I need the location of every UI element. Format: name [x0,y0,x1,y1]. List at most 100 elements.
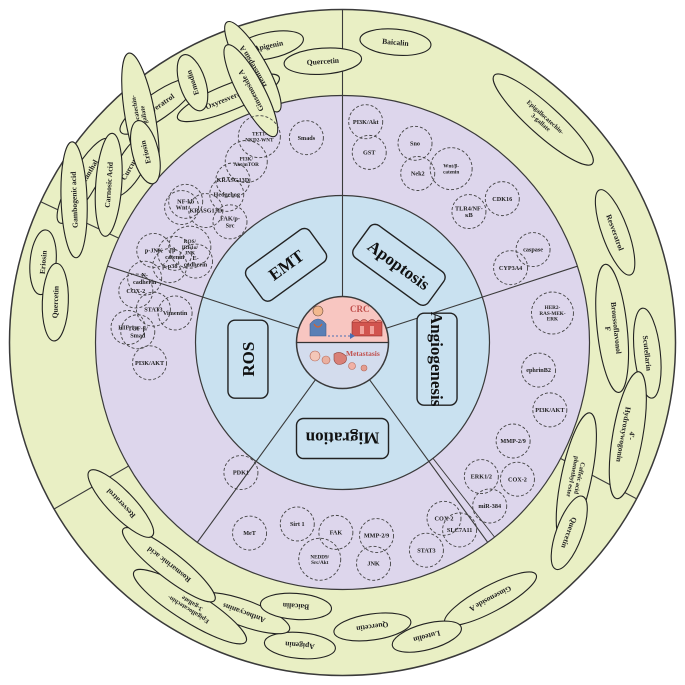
compound-node [121,527,216,603]
compound-migration: Quercetin [333,612,412,642]
pathway-label: FAK [330,530,343,537]
pathway-node [356,545,391,581]
inner-divider [196,379,316,543]
compound-label: Baicalin [382,37,410,48]
compound-label: Apigenin [284,640,315,652]
pathway-node [515,232,551,268]
pathway-label: caspase [523,247,543,254]
pathway-migration: JNK [356,545,391,581]
pathway-label: COX-2 [508,476,527,483]
pathway-node [127,260,163,296]
pathway-migration: Sirt 1 [279,506,315,542]
pathway-ros: p-p38 [152,248,188,284]
pathway-ros: HIF-1α [110,310,146,345]
compound-node [94,132,123,237]
pathway-label: PI3K/AKT [135,360,165,367]
compound-label: Carnosic Acid [103,161,115,208]
pathway-ros: STAT3 [135,291,171,327]
pathway-node [209,176,245,212]
compound-node [333,612,412,642]
pathway-emt: N-cadherin [127,260,163,296]
compound-node [176,54,209,112]
pathway-label: JNK [367,560,380,567]
pathway-label: COX-2 [435,515,454,522]
pathway-label: PI3K/AKT [535,407,565,414]
pathway-migration: miR-384 [472,488,508,524]
pathway-node [168,225,212,269]
pathway-angiogenesis: HER2-RAS-MEK-ERK [530,291,574,335]
outer-divider [53,465,129,510]
pathway-emt: TGF-β/Smad [120,314,156,350]
pathway-label: KRASG13D [189,208,222,215]
pathway-angiogenesis: COX-2 [499,461,535,497]
pathway-node [451,194,487,230]
pathway-apoptosis: CYP3A4 [493,250,529,286]
pathway-migration: MMP-2/9 [359,518,394,553]
process-box [416,312,458,406]
pathway-node [168,183,204,219]
pathway-label: Smads [298,135,316,142]
pathway-node [212,204,248,240]
pathway-ros: COX-2 [118,273,154,309]
pathway-node [348,104,384,140]
pathway-node [157,235,193,271]
pathway-migration: PDK1 [223,455,259,490]
pathway-node [188,193,224,228]
pathway-label: ephrinB2 [526,367,551,374]
pathway-emt: Vimentin [157,295,193,331]
pathway-migration: COX-2 [426,500,462,536]
compound-migration: Apigenin [263,631,336,660]
pathway-apoptosis: TLR4/NF-κB [451,194,487,230]
compound-node [492,73,594,166]
compound-emt: Quercetin [283,47,363,75]
pathway-emt: Wnt [164,190,200,225]
pathway-node [499,461,535,497]
pathway-node [118,273,154,309]
compound-node [594,189,636,276]
process-box [227,319,269,399]
pathway-label: p-p38 [162,263,177,270]
pathway-label: Nek2 [411,171,425,178]
pathway-node [493,250,529,286]
pathway-node [521,352,557,388]
pathway-angiogenesis: PI3K/AKT [532,392,568,428]
pathway-apoptosis: PI3K/Akt [348,104,384,140]
pathway-emt: Smads [288,120,324,156]
pathway-migration: MeT [232,515,268,551]
pathway-angiogenesis: MMP-2/9 [495,423,531,459]
pathway-node [532,392,568,428]
process-emt: EMT [244,227,328,302]
compound-label: Quercetin [50,285,60,318]
metastasis-icon [309,350,368,372]
pathway-angiogenesis: ephrinB2 [521,352,557,388]
pathway-apoptosis: caspase [515,232,551,268]
pathway-ros: KRASG13D [215,162,251,198]
pathway-label: miR-384 [478,503,501,510]
pathway-label: GST [363,150,376,157]
pathway-node [120,314,156,350]
pathway-node [408,532,444,568]
pathway-node [495,423,531,459]
pathway-label: COX-2 [126,288,145,295]
pathway-label: STAT3 [417,547,435,554]
pathway-node [442,512,478,548]
compound-node [87,469,155,538]
compound-ros: Gambogenic acid [60,141,88,259]
pathway-node [530,291,574,335]
pathway-ros: p-JNK [136,232,172,268]
pathway-label: MMP-2/9 [364,533,389,540]
pathway-label: Sno [410,140,420,147]
pathway-emt: β-catenin [157,235,193,271]
pathway-node [223,455,259,490]
pathway-node [132,345,168,381]
center-top-label: CRC [350,304,370,314]
pathway-ros: KRASG13D [188,193,224,228]
compound-ros: Quercetin [41,262,69,342]
pathway-migration: ERK1/2 [463,459,499,495]
compound-node [391,620,462,653]
pathway-label: ROS/IRE1α/JNK [182,239,199,256]
compound-label: Scutellarin [641,335,654,372]
compound-angiogenesis: BroussoflavonolF [595,263,630,393]
